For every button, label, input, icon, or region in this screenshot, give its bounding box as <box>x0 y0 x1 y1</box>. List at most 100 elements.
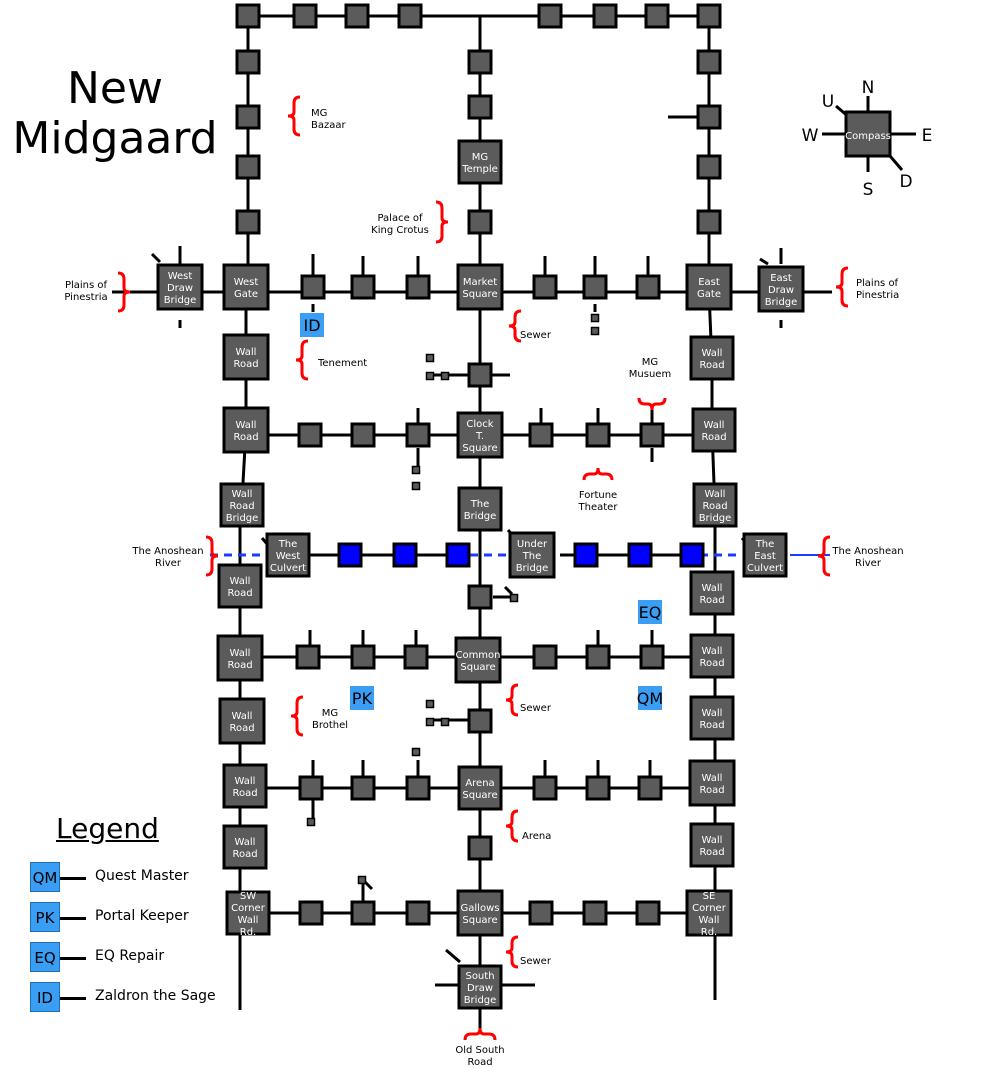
badge-label-badge-id: ID <box>303 316 320 335</box>
legend-label-pk: Portal Keeper <box>95 908 189 924</box>
legend-connector <box>60 997 86 1000</box>
legend-title: Legend <box>56 812 159 845</box>
path-connector <box>888 155 904 171</box>
room-east-draw-bridge <box>757 265 805 313</box>
room-node <box>467 584 493 610</box>
exit-node <box>425 699 435 709</box>
room-node <box>639 644 665 670</box>
brace-plains-w <box>117 271 131 313</box>
room-node <box>696 3 722 29</box>
room-node <box>467 835 493 861</box>
exit-node <box>425 371 435 381</box>
brace-river-w <box>205 535 219 577</box>
legend-label-eq: EQ Repair <box>95 948 165 964</box>
path-connector <box>503 585 514 596</box>
room-node <box>639 422 665 448</box>
room-node <box>637 775 663 801</box>
legend-connector <box>60 917 86 920</box>
exit-node <box>425 717 435 727</box>
room-node <box>696 49 722 75</box>
room-node <box>696 154 722 180</box>
room-node <box>298 900 324 926</box>
room-node <box>635 274 661 300</box>
brace-sewer-1 <box>508 309 522 343</box>
room-south-draw-bridge <box>457 964 503 1010</box>
room-node <box>592 3 618 29</box>
room-common-square <box>454 636 502 684</box>
room-node <box>235 3 261 29</box>
path-connector <box>445 948 461 964</box>
badge-badge-qm <box>638 686 662 710</box>
room-node <box>537 3 563 29</box>
room-clock-square <box>456 411 504 459</box>
room-node <box>405 422 431 448</box>
room-node <box>467 708 493 734</box>
room-wall-road-e7 <box>689 822 735 868</box>
room-node <box>297 422 323 448</box>
room-node <box>295 644 321 670</box>
room-wall-road-w5 <box>218 697 266 745</box>
room-wall-road-e3 <box>689 570 735 616</box>
room-node <box>235 49 261 75</box>
compass-n: N <box>862 78 875 98</box>
room-node <box>235 104 261 130</box>
room-node <box>405 274 431 300</box>
exit-node <box>590 313 600 323</box>
room-node <box>582 274 608 300</box>
map-title: New Midgaard <box>0 64 230 164</box>
brace-old-south-road <box>463 1027 497 1041</box>
exit-node <box>509 593 519 603</box>
room-node <box>467 209 493 235</box>
path-connector <box>759 257 769 266</box>
room-node <box>585 775 611 801</box>
room-node <box>635 900 661 926</box>
compass-label: Compass <box>845 131 891 142</box>
room-node <box>696 209 722 235</box>
room-node <box>403 644 429 670</box>
room-wall-road-w6 <box>222 763 268 809</box>
water-room <box>679 542 705 568</box>
place-sewer-3: Sewer <box>520 956 552 967</box>
legend-item-quest-master: QM Quest Master <box>28 862 248 894</box>
water-room <box>392 542 418 568</box>
room-wall-road-w1 <box>222 333 270 381</box>
room-node <box>300 274 326 300</box>
room-wall-road-w2 <box>222 406 270 454</box>
brace-plains-e <box>835 266 849 308</box>
exit-node <box>306 817 316 827</box>
room-the-bridge <box>457 486 503 532</box>
legend-connector <box>60 877 86 880</box>
room-node <box>350 274 376 300</box>
room-east-gate <box>685 263 733 311</box>
compass-d: D <box>899 172 912 192</box>
room-wall-road-e2 <box>691 407 737 453</box>
legend-label-id: Zaldron the Sage <box>95 988 216 1004</box>
water-room <box>573 542 599 568</box>
room-node <box>235 209 261 235</box>
compass-box <box>844 110 892 158</box>
exit-node <box>411 481 421 491</box>
place-tenement: Tenement <box>317 358 367 369</box>
room-wall-road-e6 <box>688 759 736 807</box>
map-title-line1: New <box>67 63 163 114</box>
room-arena-square <box>457 765 503 811</box>
room-sw-corner <box>225 890 271 936</box>
room-node <box>298 775 324 801</box>
map-title-line2: Midgaard <box>12 113 218 164</box>
